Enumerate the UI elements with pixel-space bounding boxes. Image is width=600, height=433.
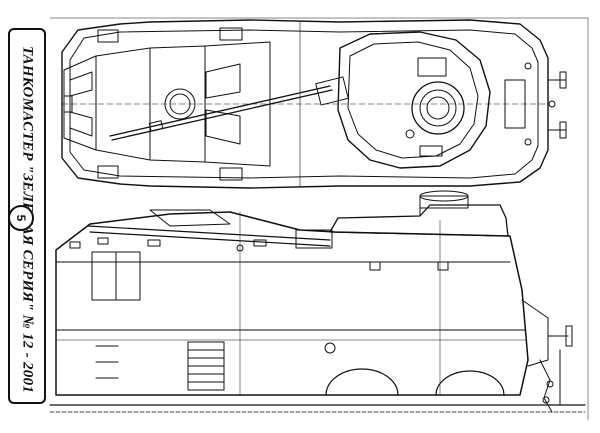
side-view bbox=[50, 191, 585, 412]
top-view bbox=[62, 20, 566, 188]
